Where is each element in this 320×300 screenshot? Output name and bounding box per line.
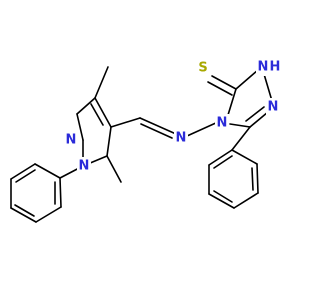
svg-text:N: N [258,60,269,75]
bond-c-s-2 [207,81,233,96]
svg-text:H: H [270,60,281,75]
svg-text:N: N [268,100,279,115]
atom-s: S [196,59,210,77]
bond-ch-n-imine-2 [140,123,173,139]
pyrazole-ring [76,97,112,167]
svg-text:S: S [198,61,207,76]
atom-nh: N H [256,58,282,76]
triazole-ring [227,69,273,128]
svg-text:N: N [66,133,77,148]
atom-n-pyrazole-1: N [77,157,91,175]
atom-n-imine: N [174,129,188,147]
bond-ch-n-imine [139,117,177,135]
svg-text:N: N [176,131,187,146]
bond-methyl-upper [94,66,109,99]
bond-n-n [186,121,219,137]
bond-ring-ch [110,117,141,128]
svg-text:N: N [217,116,228,131]
svg-text:N: N [79,159,90,174]
phenyl-ring-lower-right [208,149,259,209]
atom-n-triazole-2: N [266,98,280,116]
bond-methyl-lower [106,155,122,183]
bond-triazole-phenyl [231,126,251,151]
atom-n-triazole-4: N [215,114,229,132]
bond-c-s-1 [211,75,237,90]
molecule-structure: S N H N N N N N [10,58,282,223]
phenyl-ring-lower-left [10,163,62,223]
atom-n-pyrazole-2: N [64,131,78,149]
